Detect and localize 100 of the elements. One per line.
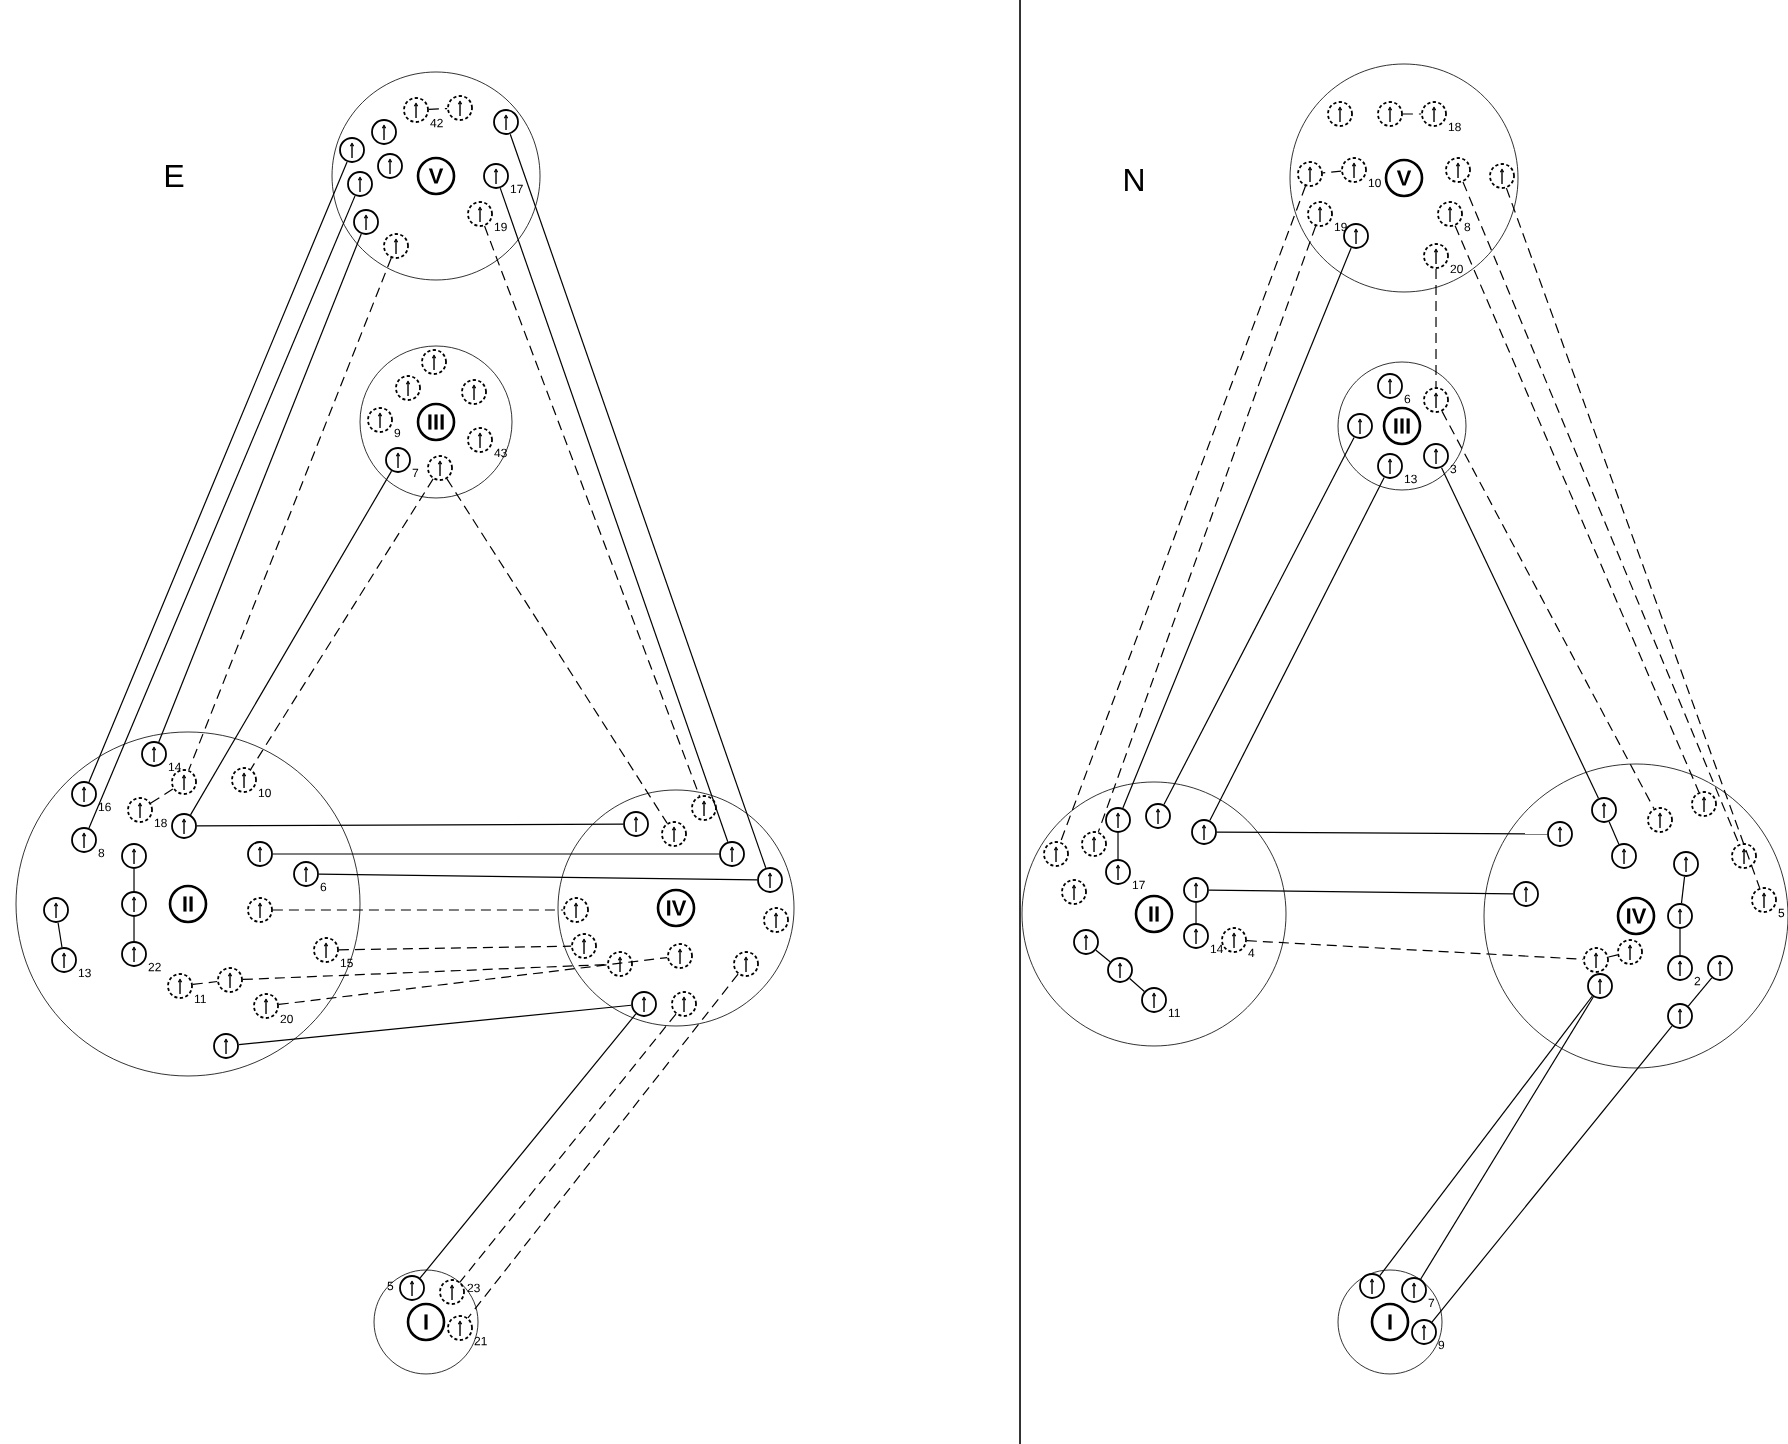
symbol-circle [171,813,197,839]
connecting-line [250,478,434,770]
connecting-line [1679,928,1681,956]
symbol-circle [1401,1277,1427,1303]
connecting-line [1117,832,1119,860]
symbol-circle [467,427,493,453]
symbol-circle [253,993,279,1019]
symbol-circle [1081,831,1107,857]
connecting-line [459,1013,677,1283]
connecting-line [278,956,668,1006]
symbol-circle [661,821,687,847]
connecting-line [509,133,767,869]
symbol-circle [1667,903,1693,929]
symbol-circle [1377,453,1403,479]
symbol-circle [447,1315,473,1341]
symbol-circle [1377,101,1403,127]
symbol-circle [371,119,397,145]
connecting-line [158,233,362,743]
symbol-circle [43,897,69,923]
symbol-circle [127,797,153,823]
symbol-circle [1707,955,1733,981]
symbol-circle [247,897,273,923]
connecting-line [272,853,720,855]
connecting-line [1095,949,1111,963]
symbol-circle [385,447,411,473]
symbol-circle [439,1279,465,1305]
symbol-circle [347,171,373,197]
symbol-circle [719,841,745,867]
connecting-line [1435,268,1437,388]
symbol-circle [1343,223,1369,249]
symbol-circle [1591,797,1617,823]
symbol-circle [631,991,657,1017]
connecting-line [338,945,572,951]
symbol-circle [313,937,339,963]
connecting-line [419,1013,637,1279]
symbol-circle [757,867,783,893]
symbol-circle [293,861,319,887]
connecting-line [133,868,135,892]
symbol-circle [213,1033,239,1059]
symbol-circle [1617,939,1643,965]
symbol-circle [1183,923,1209,949]
symbol-circle [1221,927,1247,953]
symbol-circle [1347,413,1373,439]
connecting-line [57,922,63,948]
symbol-circle [71,827,97,853]
symbol-circle [1647,807,1673,833]
connecting-line [428,108,448,110]
connecting-line [1607,954,1619,958]
symbol-circle [399,1275,425,1301]
connecting-line [242,963,608,981]
connecting-line [499,187,729,843]
symbol-circle [421,349,447,375]
symbol-circle [403,97,429,123]
panel-label: N [1125,169,1143,191]
connecting-line [1209,476,1385,822]
symbol-circle [1489,163,1515,189]
connecting-line [189,470,393,816]
connecting-line [133,916,135,942]
symbol-circle [493,109,519,135]
connecting-line [483,225,701,797]
connecting-line [467,973,739,1319]
symbol-circle [1411,1319,1437,1345]
symbol-circle [377,153,403,179]
connecting-line [1059,185,1307,843]
symbol-circle [1547,821,1573,847]
symbol-circle [1073,929,1099,955]
connecting-line [1246,940,1584,960]
symbol-circle [1731,843,1757,869]
symbol-circle [121,941,147,967]
symbol-circle [1141,987,1167,1013]
symbol-circle [231,767,257,793]
connecting-line [188,257,392,771]
connecting-line [1462,181,1740,845]
symbol-circle [339,137,365,163]
symbol-circle [1341,157,1367,183]
symbol-circle [1145,803,1171,829]
symbol-circle [691,795,717,821]
symbol-circle [1437,201,1463,227]
connecting-line [192,980,218,986]
connecting-line [1440,467,1600,799]
connecting-line [1129,977,1145,993]
symbol-circle [607,951,633,977]
symbol-circle [1327,101,1353,127]
symbol-circle [1751,887,1777,913]
symbol-circle [71,781,97,807]
symbol-circle [121,843,147,869]
symbol-circle [247,841,273,867]
symbol-circle [217,967,243,993]
connecting-line [1680,876,1686,904]
connecting-line [446,478,668,824]
symbol-circle [447,95,473,121]
symbol-circle [1513,881,1539,907]
connecting-line [1208,889,1514,895]
symbol-circle [1691,791,1717,817]
symbol-circle [1423,243,1449,269]
symbol-circle [121,891,147,917]
symbol-circle [733,951,759,977]
symbol-circle [1105,859,1131,885]
symbol-circle [671,991,697,1017]
symbol-circle [483,163,509,189]
